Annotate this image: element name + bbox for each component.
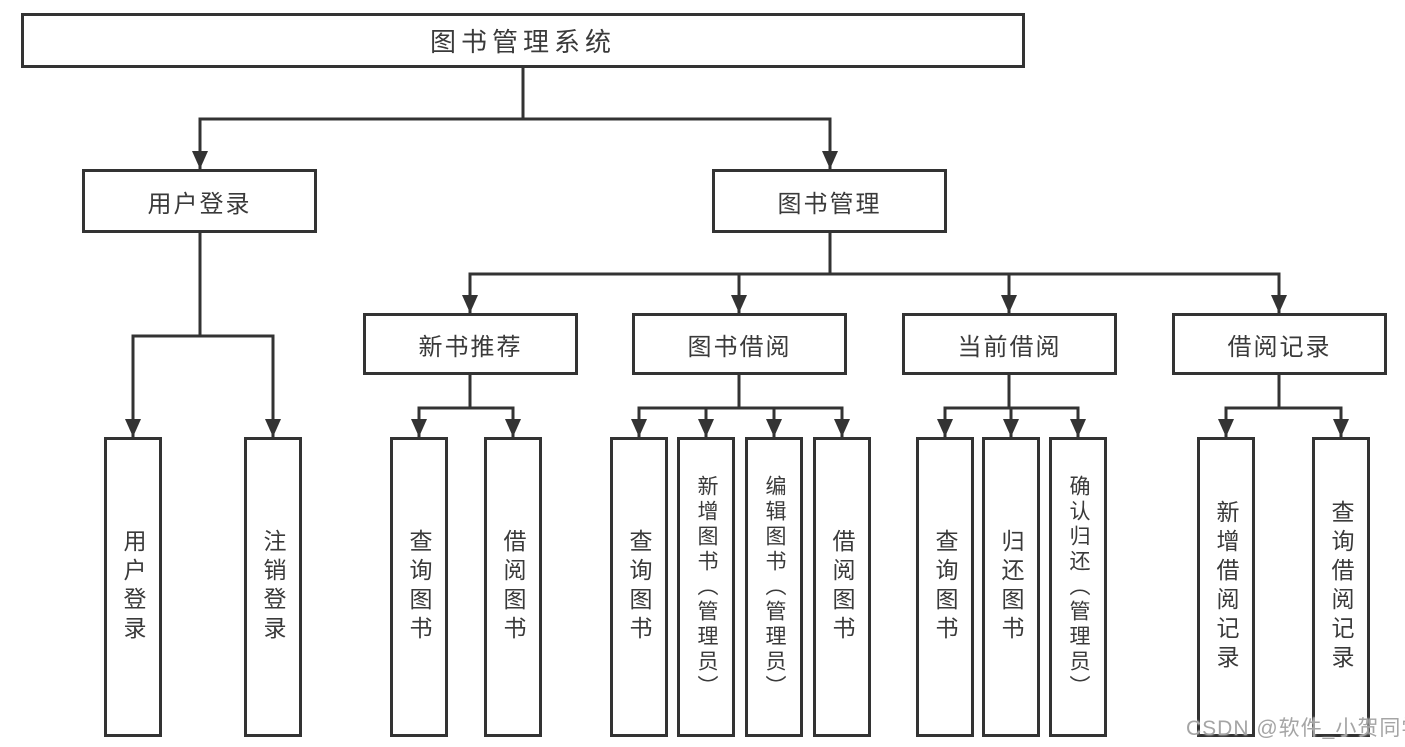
root-connectors [192,66,838,171]
node-book-management: 图书管理 [712,169,947,233]
node-label: 借阅记录 [1227,333,1332,361]
leaf-label: 新增图书（管理员） [695,474,718,700]
leaf-label: 用户登录 [120,529,146,645]
leaf-label: 借阅图书 [829,529,855,645]
node-label: 图书管理 [777,190,882,218]
leaf-label: 借阅图书 [500,529,526,645]
leaf-label: 归还图书 [998,529,1024,645]
leaf-add-book-admin: 新增图书（管理员） [677,437,735,737]
leaf-confirm-return-admin: 确认归还（管理员） [1049,437,1107,737]
watermark: CSDN @软件_小贺同学 [1186,717,1405,740]
management-connectors [462,231,1287,315]
leaf-label: 查询图书 [932,529,958,645]
node-new-book-recommend: 新书推荐 [363,313,578,375]
leaf-borrow-books: 借阅图书 [813,437,871,737]
leaf-label: 编辑图书（管理员） [763,474,786,700]
leaf-label: 查询图书 [626,529,652,645]
node-label: 当前借阅 [957,333,1062,361]
leaf-edit-book-admin: 编辑图书（管理员） [745,437,803,737]
leaf-label: 注销登录 [260,529,286,645]
node-label: 新书推荐 [418,333,523,361]
leaf-query-borrow-record: 查询借阅记录 [1312,437,1370,737]
leaf-connectors [411,373,1349,439]
leaf-return-book: 归还图书 [982,437,1040,737]
node-library-management-system: 图书管理系统 [21,13,1025,68]
node-label: 用户登录 [147,190,252,218]
node-book-borrow: 图书借阅 [632,313,847,375]
node-user-login: 用户登录 [82,169,317,233]
leaf-label: 查询借阅记录 [1328,500,1354,674]
node-borrow-records: 借阅记录 [1172,313,1387,375]
leaf-label: 查询图书 [406,529,432,645]
node-label: 图书借阅 [687,333,792,361]
leaf-add-borrow-record: 新增借阅记录 [1197,437,1255,737]
leaf-borrow-books-recommend: 借阅图书 [484,437,542,737]
leaf-label: 新增借阅记录 [1213,500,1239,674]
leaf-query-books-borrow: 查询图书 [610,437,668,737]
root-title: 图书管理系统 [429,27,616,57]
node-current-borrow: 当前借阅 [902,313,1117,375]
leaf-user-login: 用户登录 [104,437,162,737]
leaf-query-books-current: 查询图书 [916,437,974,737]
leaf-label: 确认归还（管理员） [1067,474,1090,700]
leaf-query-books-recommend: 查询图书 [390,437,448,737]
login-connectors [125,231,281,439]
leaf-logout: 注销登录 [244,437,302,737]
